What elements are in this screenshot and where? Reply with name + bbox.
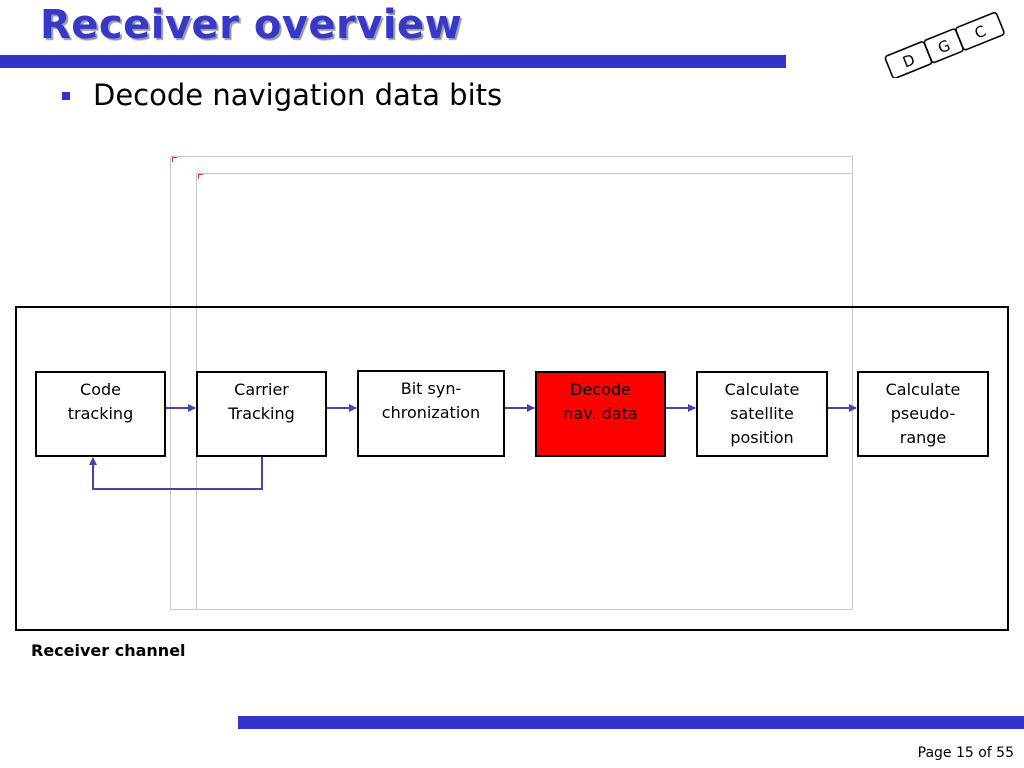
- block-line: Calculate: [724, 380, 800, 399]
- receiver-channel-frame: [15, 306, 1009, 631]
- bullet-square-icon: [62, 92, 70, 100]
- block-line: Bit syn-: [400, 379, 462, 398]
- block-line: Carrier: [234, 380, 289, 399]
- block-calc-pseudorange: Calculate pseudo- range: [857, 371, 989, 457]
- dgc-logo: D G C: [884, 11, 1005, 78]
- block-carrier-tracking: Carrier Tracking: [196, 371, 327, 457]
- placeholder-corner-mark: [198, 174, 203, 179]
- block-line: tracking: [67, 404, 134, 423]
- block-line: Decode: [570, 380, 631, 399]
- bullet-text: Decode navigation data bits: [93, 78, 503, 112]
- receiver-channel-label: Receiver channel: [31, 641, 186, 660]
- slide-title: Receiver overview: [40, 2, 463, 48]
- block-code-tracking: Code tracking: [35, 371, 166, 457]
- block-line: satellite: [730, 404, 794, 423]
- block-line: range: [899, 428, 947, 447]
- page-number: Page 15 of 55: [917, 745, 1014, 761]
- arrow-feedback-carrier-to-code: [89, 457, 263, 490]
- block-line: pseudo-: [890, 404, 956, 423]
- block-line: Code: [80, 380, 121, 399]
- block-line: chronization: [381, 403, 481, 422]
- block-line: Calculate: [885, 380, 961, 399]
- placeholder-corner-mark: [172, 157, 177, 162]
- block-calc-satellite-position: Calculate satellite position: [696, 371, 828, 457]
- block-line: nav. data: [563, 404, 638, 423]
- block-line: Tracking: [228, 404, 295, 423]
- block-bit-sync: Bit syn- chronization: [357, 370, 505, 457]
- title-underline-bar: [0, 55, 786, 68]
- block-decode-nav-data: Decode nav. data: [535, 371, 666, 457]
- block-line: position: [730, 428, 794, 447]
- footer-bar: [238, 716, 1024, 729]
